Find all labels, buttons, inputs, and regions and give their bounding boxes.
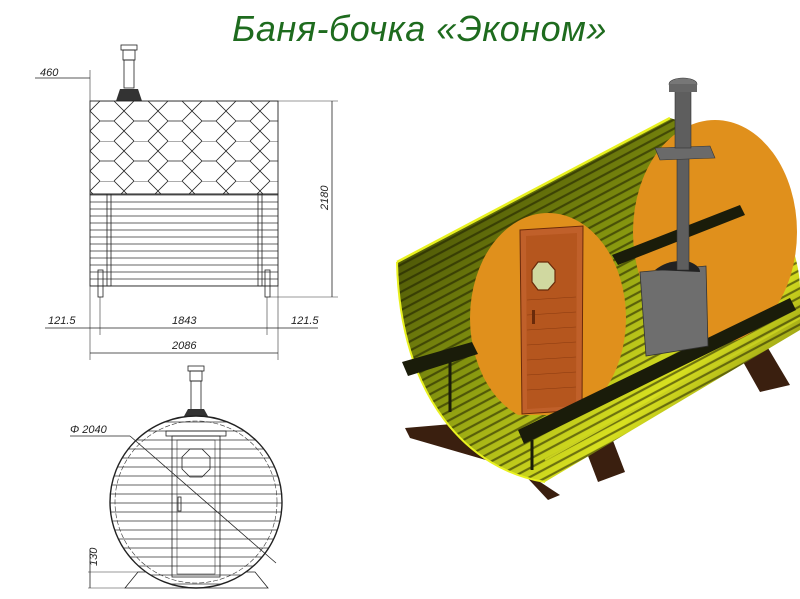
isometric-barrel-render: [396, 77, 800, 500]
dim-leg-span: 1843: [172, 315, 197, 327]
plank-wall: [89, 193, 279, 287]
dim-right-margin: 121.5: [291, 315, 319, 327]
chimney-icon: [654, 77, 716, 271]
dim-chimney-offset: 460: [40, 67, 59, 79]
leg-right: [264, 269, 271, 298]
dim-diameter: Φ 2040: [70, 424, 108, 436]
leg-left: [97, 269, 104, 298]
base-support: [124, 571, 269, 589]
chimney-icon: [116, 44, 142, 101]
side-view-drawing: 460 2180 121.5 1843 121.5 2086: [35, 44, 338, 360]
dim-height: 2180: [319, 185, 331, 211]
door-handle: [532, 310, 535, 324]
window-octagon: [181, 448, 211, 478]
dim-base-height: 130: [88, 547, 100, 566]
dim-total-length: 2086: [171, 340, 197, 352]
page-title: Баня-бочка «Эконом»: [232, 8, 607, 49]
door: [171, 435, 221, 578]
dim-left-margin: 121.5: [48, 315, 76, 327]
stove: [639, 261, 709, 357]
chimney-icon: [183, 365, 209, 418]
door-handle: [177, 496, 182, 512]
door-window: [531, 261, 556, 291]
shingle-roof: [89, 100, 279, 195]
front-view-drawing: Φ 2040 130: [70, 365, 283, 589]
